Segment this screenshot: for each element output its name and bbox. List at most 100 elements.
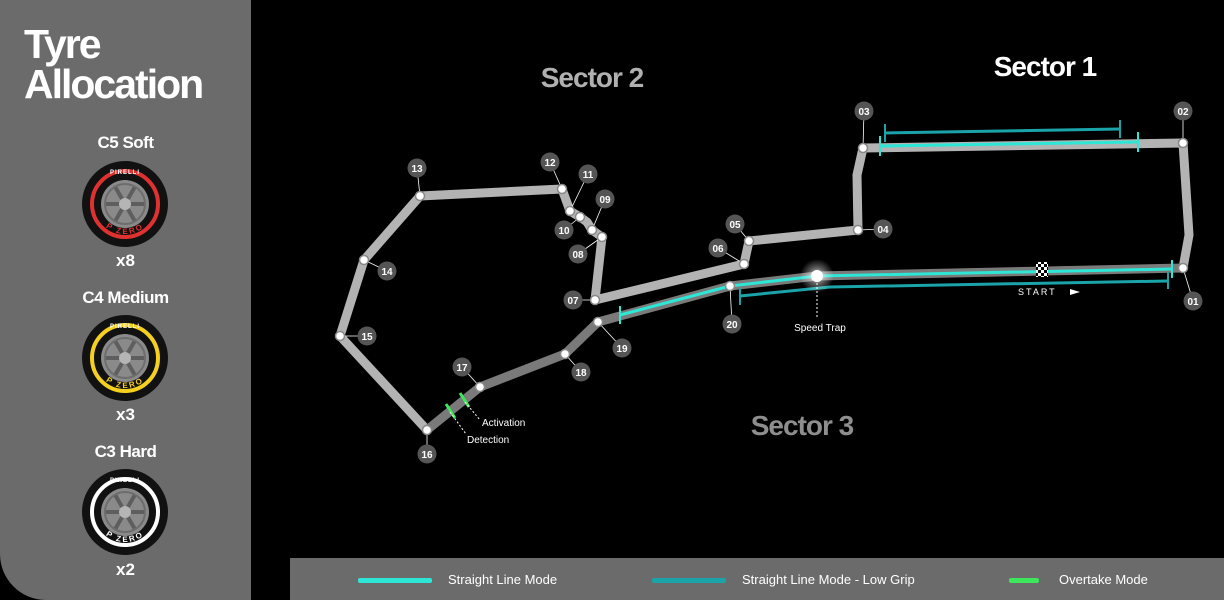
- tyre-c3-count: x2: [116, 560, 135, 579]
- corner-badge: [568, 244, 588, 264]
- corner-node: [596, 231, 608, 243]
- title-line-1: Tyre: [24, 21, 102, 67]
- straight-line-mode-zone-1: [879, 140, 1139, 148]
- detection-label: Detection: [467, 435, 509, 446]
- corner-node: [852, 224, 864, 236]
- tyre-c3-name: C3 Hard: [94, 442, 157, 461]
- corner-node: [414, 190, 426, 202]
- corner-label-16: 16: [421, 450, 433, 461]
- corner-label-13: 13: [411, 164, 423, 175]
- corner-node: [738, 258, 750, 270]
- legend-swatch-overtake-mode: [1009, 578, 1039, 583]
- start-arrow-icon: [1070, 289, 1080, 295]
- tyre-c4-count: x3: [116, 405, 135, 424]
- corner-label-06: 06: [712, 244, 724, 255]
- tyre-c5-name: C5 Soft: [97, 133, 155, 152]
- legend-swatch-straight-line-mode: [358, 578, 432, 583]
- start-label: START: [1018, 287, 1057, 297]
- corner-node: [574, 211, 586, 223]
- activation-label: Activation: [482, 418, 525, 429]
- tyre-c4-name: C4 Medium: [82, 288, 169, 307]
- corner-node: [1177, 262, 1189, 274]
- legend-label-low-grip: Straight Line Mode - Low Grip: [742, 572, 915, 587]
- corner-node: [334, 330, 346, 342]
- corner-label-04: 04: [877, 225, 889, 236]
- corner-badge: [452, 357, 472, 377]
- corner-badge: [377, 261, 397, 281]
- corner-node: [421, 424, 433, 436]
- corner-badge: [725, 214, 745, 234]
- corner-label-15: 15: [361, 332, 373, 343]
- corner-markers: [334, 101, 1203, 464]
- corner-node: [556, 183, 568, 195]
- corner-badge: [554, 220, 574, 240]
- corner-labels: 01 02 03 04 05 06 07 08 09 10 11 12 13 1…: [361, 107, 1199, 461]
- circuit-map: Sector 1 Sector 2 Sector 3 Activation De…: [334, 51, 1203, 464]
- corner-label-09: 09: [599, 195, 611, 206]
- corner-badge: [873, 219, 893, 239]
- corner-badge: [407, 158, 427, 178]
- corner-node: [589, 294, 601, 306]
- legend-label-overtake-mode: Overtake Mode: [1059, 572, 1148, 587]
- corner-badge: [563, 290, 583, 310]
- corner-label-12: 12: [544, 158, 556, 169]
- corner-label-03: 03: [858, 107, 870, 118]
- legend-bar: Straight Line Mode Straight Line Mode - …: [290, 558, 1224, 600]
- corner-node: [592, 316, 604, 328]
- corner-node: [857, 142, 869, 154]
- straight-line-mode-low-grip-zone-2: [739, 279, 1169, 298]
- corner-badge: [578, 164, 598, 184]
- corner-node: [743, 235, 755, 247]
- corner-badge: [612, 338, 632, 358]
- corner-badge: [571, 362, 591, 382]
- corner-badge: [1173, 101, 1193, 121]
- corner-label-18: 18: [575, 368, 587, 379]
- corner-node: [474, 381, 486, 393]
- straight-line-mode-zone-2: [619, 267, 1173, 317]
- corner-label-01: 01: [1187, 297, 1199, 308]
- svg-text:PIRELLI: PIRELLI: [110, 324, 140, 330]
- corner-label-20: 20: [726, 320, 738, 331]
- speed-trap-marker: [811, 270, 823, 282]
- corner-badge: [417, 444, 437, 464]
- straight-line-mode-low-grip-zone-1: [884, 127, 1121, 135]
- sector-1-label: Sector 1: [994, 51, 1097, 82]
- corner-label-05: 05: [729, 220, 741, 231]
- corner-badge: [854, 101, 874, 121]
- corner-badge: [722, 314, 742, 334]
- legend-label-straight-line-mode: Straight Line Mode: [448, 572, 558, 587]
- corner-badge: [540, 152, 560, 172]
- corner-label-14: 14: [381, 267, 393, 278]
- corner-node: [724, 280, 736, 292]
- svg-text:PIRELLI: PIRELLI: [110, 478, 140, 484]
- tyre-allocation-title: Tyre Allocation: [24, 21, 204, 107]
- legend-swatch-low-grip: [652, 578, 726, 583]
- corner-label-07: 07: [567, 296, 579, 307]
- sector-3-label: Sector 3: [751, 410, 854, 441]
- speed-trap-label: Speed Trap: [794, 323, 846, 334]
- tyre-c5-count: x8: [116, 251, 135, 270]
- sector-2-label: Sector 2: [541, 62, 644, 93]
- corner-badge: [595, 189, 615, 209]
- corner-label-11: 11: [583, 170, 594, 181]
- corner-node: [564, 205, 576, 217]
- corner-badge: [357, 326, 377, 346]
- corner-node: [1177, 137, 1189, 149]
- corner-label-08: 08: [572, 250, 584, 261]
- corner-node: [586, 224, 598, 236]
- corner-label-19: 19: [616, 344, 628, 355]
- title-line-2: Allocation: [24, 61, 204, 107]
- corner-node: [559, 348, 571, 360]
- corner-label-17: 17: [456, 363, 468, 374]
- overtake-activation-line: [458, 392, 471, 408]
- corner-badge: [708, 238, 728, 258]
- overtake-detection-line: [444, 403, 457, 419]
- start-finish-line: [1036, 262, 1048, 277]
- corner-label-10: 10: [558, 226, 570, 237]
- svg-text:PIRELLI: PIRELLI: [110, 170, 140, 176]
- corner-node: [358, 254, 370, 266]
